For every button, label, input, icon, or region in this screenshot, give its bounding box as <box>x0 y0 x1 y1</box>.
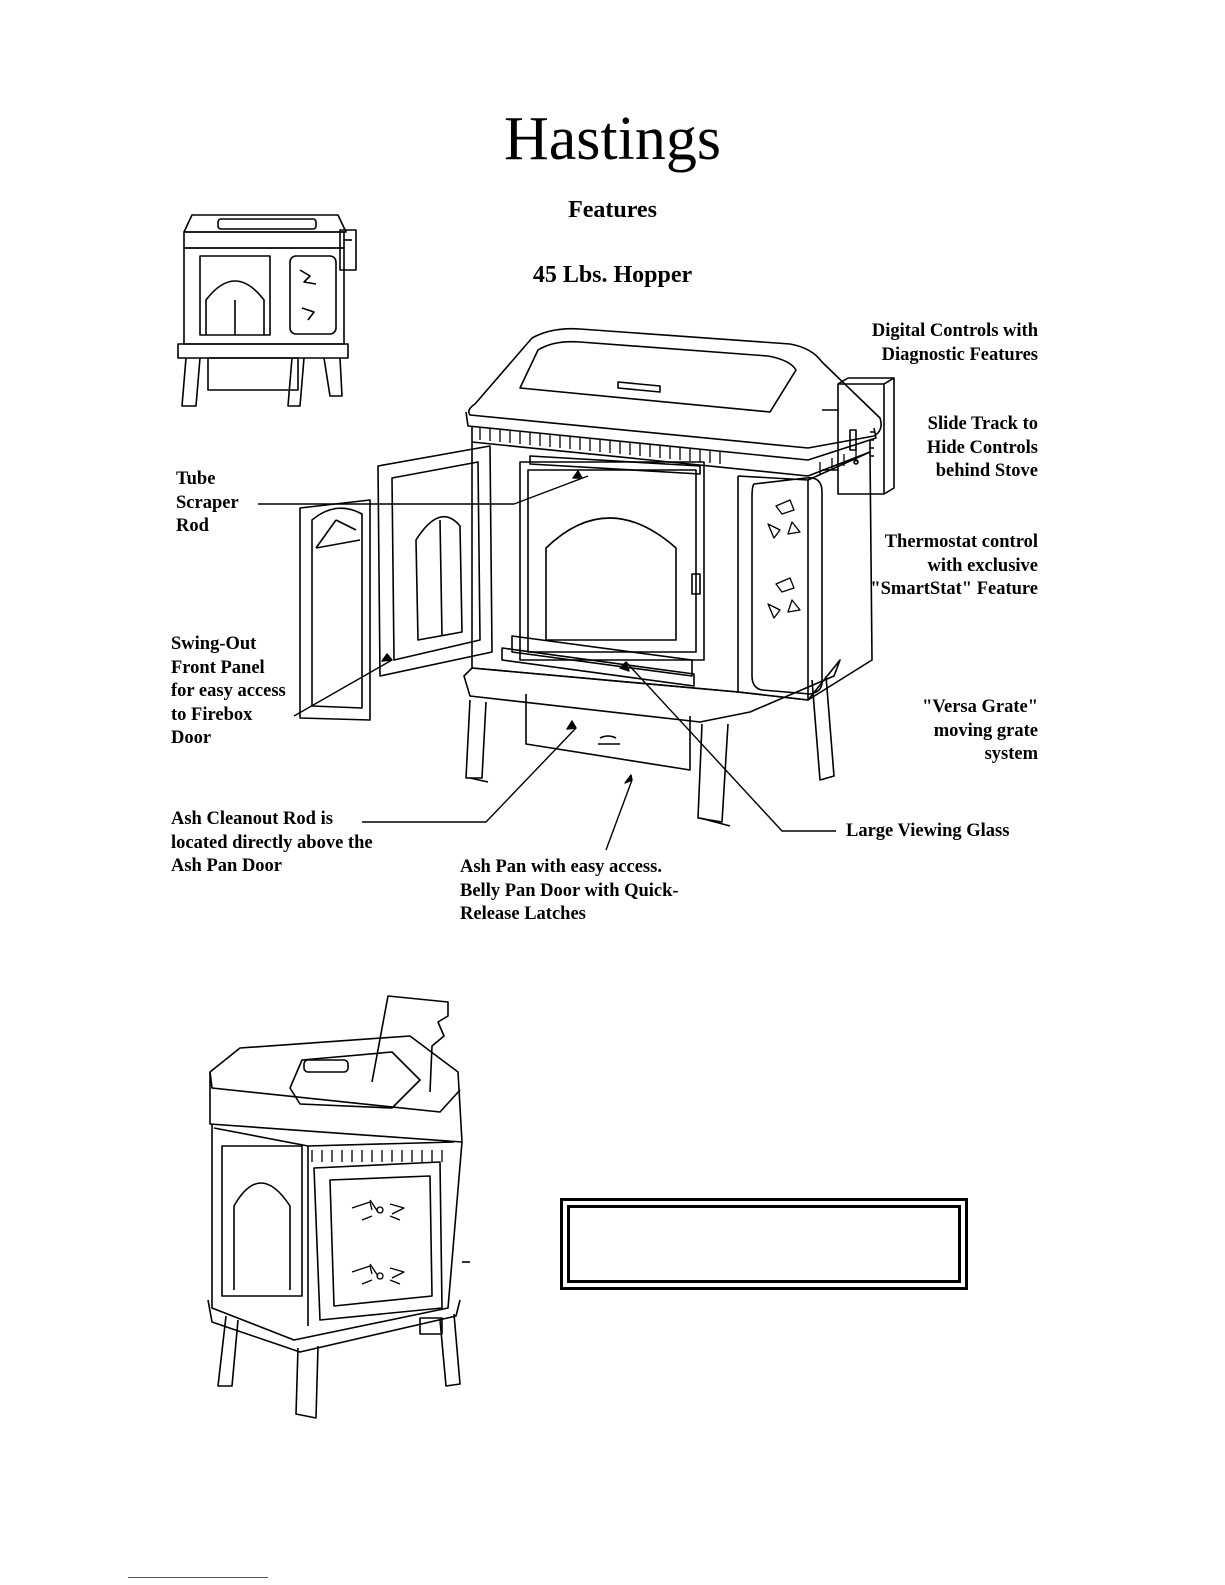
footer-rule <box>128 1577 268 1578</box>
callout-ash-cleanout: Ash Cleanout Rod is located directly abo… <box>171 809 373 876</box>
callout-slide-track: Slide Track to Hide Controls behind Stov… <box>926 414 1038 481</box>
callout-viewing-glass: Large Viewing Glass <box>846 821 1010 841</box>
callout-digital-controls: Digital Controls with Diagnostic Feature… <box>871 321 1038 365</box>
empty-double-frame <box>560 1198 968 1290</box>
page-title: Hastings <box>504 105 721 173</box>
callout-leaders <box>258 470 836 851</box>
callout-ash-pan: Ash Pan with easy access. Belly Pan Door… <box>460 857 679 924</box>
main-stove <box>299 327 895 827</box>
empty-double-frame-inner <box>567 1205 961 1283</box>
stove-hopper-open <box>207 995 470 1419</box>
callout-swing-out-panel: Swing-Out Front Panel for easy access to… <box>171 634 286 748</box>
thumbnail-stove-front <box>177 214 357 407</box>
callout-versa-grate: "Versa Grate" moving grate system <box>922 697 1038 764</box>
features-heading: Features <box>568 197 657 223</box>
hopper-capacity: 45 Lbs. Hopper <box>532 262 693 288</box>
callout-thermostat: Thermostat control with exclusive "Smart… <box>870 532 1038 599</box>
callout-tube-scraper: Tube Scraper Rod <box>176 469 239 536</box>
